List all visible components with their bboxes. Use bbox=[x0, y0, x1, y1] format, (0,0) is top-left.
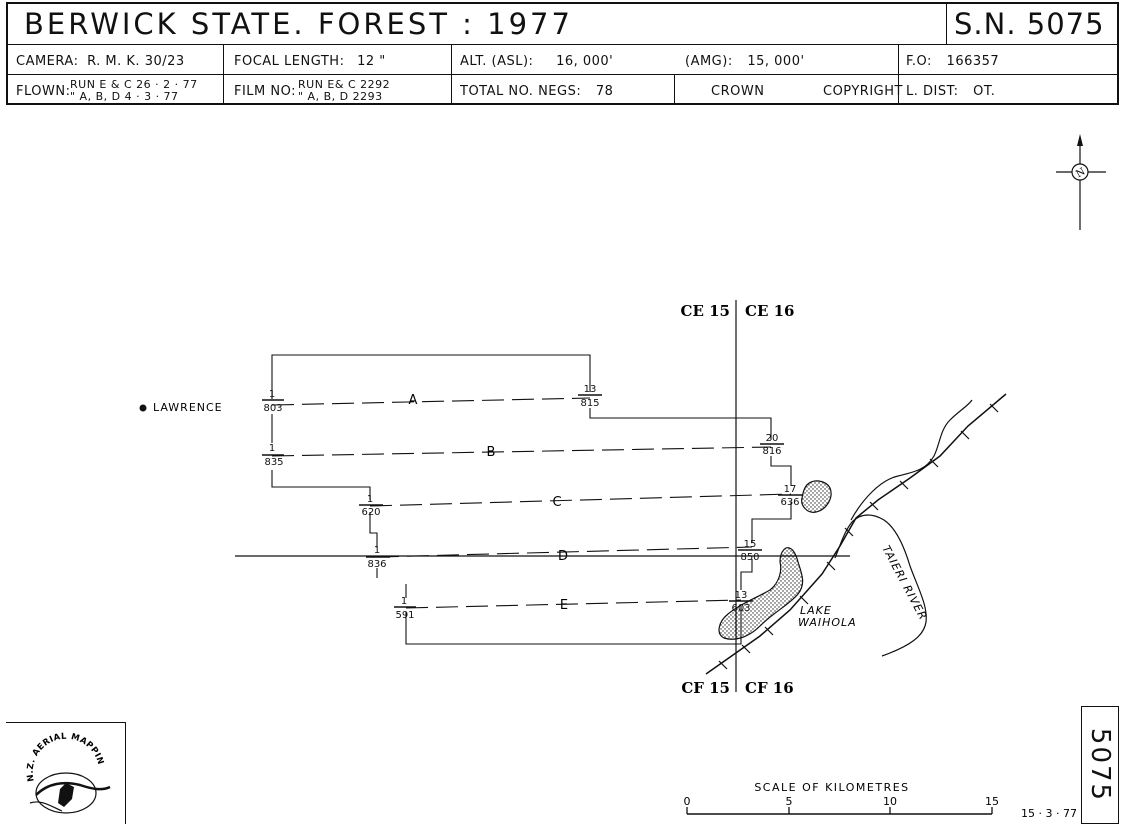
focal-value: 12 " bbox=[357, 54, 386, 69]
lake-label-line1: LAKE bbox=[800, 604, 832, 617]
fo-field: F.O: 166357 bbox=[906, 54, 999, 69]
run-label-d: D bbox=[558, 549, 568, 564]
sheet-label-ce15: CE 15 bbox=[681, 302, 730, 320]
north-arrow: N bbox=[1056, 134, 1106, 230]
run-b-end-bottom: 816 bbox=[762, 446, 781, 457]
scale-tick-5: 5 bbox=[786, 795, 793, 808]
film-label: FILM NO: bbox=[234, 84, 297, 99]
sheet-label-cf16: CF 16 bbox=[745, 679, 794, 697]
negs-label: TOTAL NO. NEGS: bbox=[460, 84, 582, 99]
run-d-start-top: 1 bbox=[374, 545, 380, 556]
header-table: BERWICK STATE. FOREST : 1977 S.N. 5075 C… bbox=[6, 2, 1119, 105]
taieri-river bbox=[834, 399, 973, 657]
run-line-d bbox=[376, 546, 753, 558]
negs-value: 78 bbox=[595, 84, 614, 99]
run-b-end-top: 20 bbox=[766, 433, 779, 444]
logo-box: N.Z. AERIAL MAPPING LTD. bbox=[2, 716, 126, 824]
run-label-e: E bbox=[560, 598, 568, 613]
ldist-label: L. DIST: bbox=[906, 84, 959, 99]
run-line-b bbox=[271, 446, 772, 457]
run-b-start-top: 1 bbox=[269, 443, 275, 454]
run-c-start-bottom: 620 bbox=[361, 507, 380, 518]
camera-value: R. M. K. 30/23 bbox=[87, 54, 185, 69]
alt-asl-field: ALT. (ASL): 16, 000' bbox=[460, 54, 613, 69]
divider bbox=[8, 74, 1117, 75]
run-a-end-bottom: 815 bbox=[580, 398, 599, 409]
run-d-start-bottom: 836 bbox=[367, 559, 386, 570]
run-d-end-top: 15 bbox=[744, 539, 757, 550]
focal-label: FOCAL LENGTH: bbox=[234, 54, 345, 69]
sheet-number-label: S.N. 5075 bbox=[954, 7, 1105, 41]
divider bbox=[223, 44, 224, 105]
run-d-end-bottom: 850 bbox=[740, 552, 759, 563]
flown-run1: RUN E & C 26 · 2 · 77 bbox=[70, 78, 198, 91]
amg-value: 15, 000' bbox=[747, 54, 805, 69]
sheet-number-vertical: 5075 bbox=[1085, 727, 1115, 803]
ldist-value: OT. bbox=[973, 84, 996, 99]
run-e-start-top: 1 bbox=[401, 596, 407, 607]
divider bbox=[946, 4, 947, 44]
alt-label: ALT. (ASL): bbox=[460, 54, 534, 69]
run-a-start-bottom: 803 bbox=[263, 403, 282, 414]
focal-length-field: FOCAL LENGTH: 12 " bbox=[234, 54, 386, 69]
run-a-start-top: 1 bbox=[269, 389, 275, 400]
total-negs-field: TOTAL NO. NEGS: 78 bbox=[460, 84, 613, 99]
run-line-c bbox=[369, 493, 792, 507]
film-run2: " A, B, D 2293 bbox=[298, 90, 383, 103]
sheet-label-cf15: CF 15 bbox=[681, 679, 730, 697]
run-line-e bbox=[405, 599, 742, 609]
divider bbox=[451, 44, 452, 105]
flown-label: FLOWN: bbox=[16, 84, 71, 99]
lake-label-line2: WAIHOLA bbox=[798, 616, 857, 629]
run-c-start-top: 1 bbox=[367, 494, 373, 505]
fo-value: 166357 bbox=[946, 54, 1000, 69]
copyright-label: COPYRIGHT bbox=[823, 84, 903, 99]
scale-title: SCALE OF KILOMETRES bbox=[754, 781, 909, 794]
run-a-end-top: 13 bbox=[584, 384, 597, 395]
town-label-lawrence: LAWRENCE bbox=[153, 401, 223, 414]
divider bbox=[8, 44, 1117, 45]
svg-text:N.Z. AERIAL MAPPING LTD.: N.Z. AERIAL MAPPING LTD. bbox=[6, 723, 105, 782]
issue-date: 15 · 3 · 77 bbox=[1021, 807, 1077, 820]
sheet-label-ce16: CE 16 bbox=[745, 302, 794, 320]
ldist-field: L. DIST: OT. bbox=[906, 84, 995, 99]
scale-tick-10: 10 bbox=[883, 795, 897, 808]
divider bbox=[898, 44, 899, 105]
railway-ticks bbox=[718, 403, 999, 670]
run-label-b: B bbox=[487, 445, 496, 460]
map-title: BERWICK STATE. FOREST : 1977 bbox=[24, 7, 573, 41]
crown-label: CROWN bbox=[711, 84, 765, 99]
scale-bar: SCALE OF KILOMETRES 0 5 10 15 bbox=[684, 781, 999, 815]
lawrence-town-marker bbox=[139, 404, 147, 412]
run-line-a bbox=[271, 397, 591, 406]
camera-field: CAMERA: R. M. K. 30/23 bbox=[16, 54, 185, 69]
coverage-outline bbox=[271, 354, 792, 645]
amg-label: (AMG): bbox=[685, 54, 733, 69]
nz-aerial-mapping-logo: N.Z. AERIAL MAPPING LTD. bbox=[2, 716, 111, 814]
lake-waihola bbox=[718, 547, 804, 640]
alt-value: 16, 000' bbox=[556, 54, 614, 69]
run-label-c: C bbox=[552, 495, 561, 510]
film-run1: RUN E& C 2292 bbox=[298, 78, 391, 91]
run-c-end-bottom: 636 bbox=[780, 497, 799, 508]
logo-text: N.Z. AERIAL MAPPING LTD. bbox=[2, 716, 105, 782]
river-label-taieri: TAIERI RIVER bbox=[879, 543, 929, 622]
run-label-a: A bbox=[409, 393, 418, 408]
run-c-end-top: 17 bbox=[784, 484, 797, 495]
divider bbox=[674, 74, 675, 105]
scale-tick-0: 0 bbox=[684, 795, 691, 808]
sheet-number-box: 5075 bbox=[1081, 706, 1119, 824]
fo-label: F.O: bbox=[906, 54, 932, 69]
scale-tick-15: 15 bbox=[985, 795, 999, 808]
camera-label: CAMERA: bbox=[16, 54, 79, 69]
small-lake bbox=[801, 480, 832, 513]
run-b-start-bottom: 835 bbox=[264, 457, 283, 468]
alt-amg-field: (AMG): 15, 000' bbox=[685, 54, 805, 69]
flown-run2: " A, B, D 4 · 3 · 77 bbox=[70, 90, 179, 103]
run-e-end-top: 13 bbox=[735, 590, 748, 601]
run-e-start-bottom: 591 bbox=[395, 610, 414, 621]
